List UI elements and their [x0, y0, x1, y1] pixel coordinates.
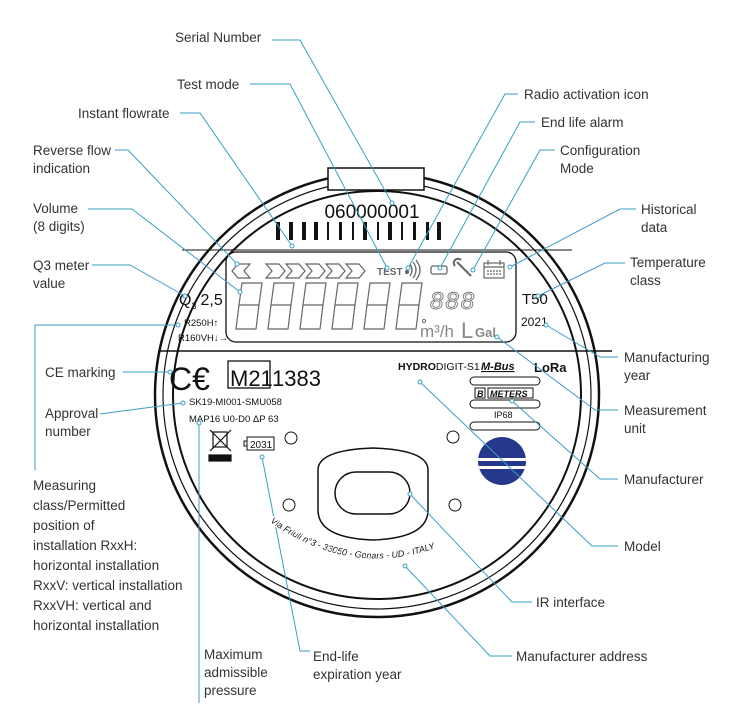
label-ir-interface: IR interface	[536, 595, 605, 610]
wrench-icon	[452, 257, 472, 277]
ip-rating: IP68	[494, 410, 513, 420]
leader-lines	[34, 39, 636, 703]
seven-segment-digit	[395, 282, 423, 330]
seven-segment-digit	[363, 282, 391, 330]
barcode-bar	[289, 222, 293, 240]
barcode-bar	[363, 222, 367, 240]
manufacturer-logo	[478, 437, 526, 485]
label-test-mode: Test mode	[177, 77, 239, 92]
flow-chevron	[324, 263, 346, 279]
meter-body	[153, 167, 612, 619]
label-ce-marking: CE marking	[45, 365, 116, 380]
flow-chevron	[284, 263, 306, 279]
label-instant-flowrate: Instant flowrate	[78, 106, 170, 121]
approval-number: SK19-MI001-SMU058	[189, 397, 282, 408]
barcode-bar	[327, 222, 329, 240]
decimal-digits: 888	[430, 288, 476, 315]
flow-chevrons	[231, 263, 366, 279]
barcode-bar	[377, 222, 379, 240]
barcode	[276, 222, 441, 240]
barcode-bar	[426, 222, 429, 240]
barcode-bar	[352, 222, 354, 240]
label-model: Model	[624, 539, 661, 554]
mbus-logo: M-Bus	[481, 361, 515, 373]
barcode-bar	[401, 222, 403, 240]
end-life-year: 2031	[250, 440, 273, 451]
flow-chevron	[264, 263, 286, 279]
label-volume: Volume(8 digits)	[33, 201, 85, 234]
mounting-holes	[282, 430, 462, 512]
weee-bin-icon	[208, 429, 232, 462]
flow-chevron	[304, 263, 326, 279]
unit-l: L	[461, 318, 473, 343]
test-indicator: TEST	[377, 267, 403, 278]
label-manufacturer: Manufacturer	[624, 472, 704, 487]
notified-body: 1383	[272, 366, 321, 391]
barcode-bar	[437, 222, 441, 240]
barcode-bar	[302, 222, 306, 240]
barcode-bar	[276, 222, 280, 240]
flow-chevron	[344, 263, 366, 279]
callout-labels: Serial Number Test mode Instant flowrate…	[33, 30, 710, 698]
barcode-bar	[388, 222, 392, 240]
lora-logo: LoRa	[534, 360, 567, 375]
serial-number: 060000001	[324, 202, 419, 223]
manufacturer-brand: METERS	[490, 389, 528, 399]
ce-mark: C€	[169, 361, 210, 397]
calendar-icon	[483, 260, 505, 279]
install-rh: R250H↑	[184, 318, 218, 329]
unit-gal: Gal	[475, 325, 496, 340]
barcode-bar	[413, 222, 416, 240]
label-manufacturer-address: Manufacturer address	[516, 649, 648, 664]
label-radio-activation: Radio activation icon	[524, 87, 649, 102]
barcode-bar	[339, 222, 342, 240]
barcode-bar	[314, 222, 318, 240]
seven-segment-digit	[331, 282, 359, 330]
label-end-life-alarm: End life alarm	[541, 115, 624, 130]
unit-m3h: m³/h	[420, 322, 454, 341]
volume-digits	[235, 282, 423, 330]
radio-icon	[404, 259, 421, 281]
seven-segment-digit	[299, 282, 327, 330]
temperature-class: T50	[522, 291, 548, 308]
model-name: HYDRODIGIT-S1	[398, 361, 480, 373]
manufacturing-year: 2021	[521, 315, 548, 329]
pressure-class: MAP16 U0-D0 ΔP 63	[189, 414, 279, 425]
label-serial-number: Serial Number	[175, 30, 262, 45]
brand-b: B	[477, 389, 484, 399]
metrology-mark: M21	[230, 366, 273, 391]
lcd-display: TEST 888 m³/h L Gal	[231, 257, 505, 343]
label-measuring-class: Measuring class/Permitted position of in…	[33, 478, 186, 633]
install-rvh: R160VH↓→	[178, 333, 228, 344]
seven-segment-digit	[235, 282, 263, 330]
seven-segment-digit	[267, 282, 295, 330]
